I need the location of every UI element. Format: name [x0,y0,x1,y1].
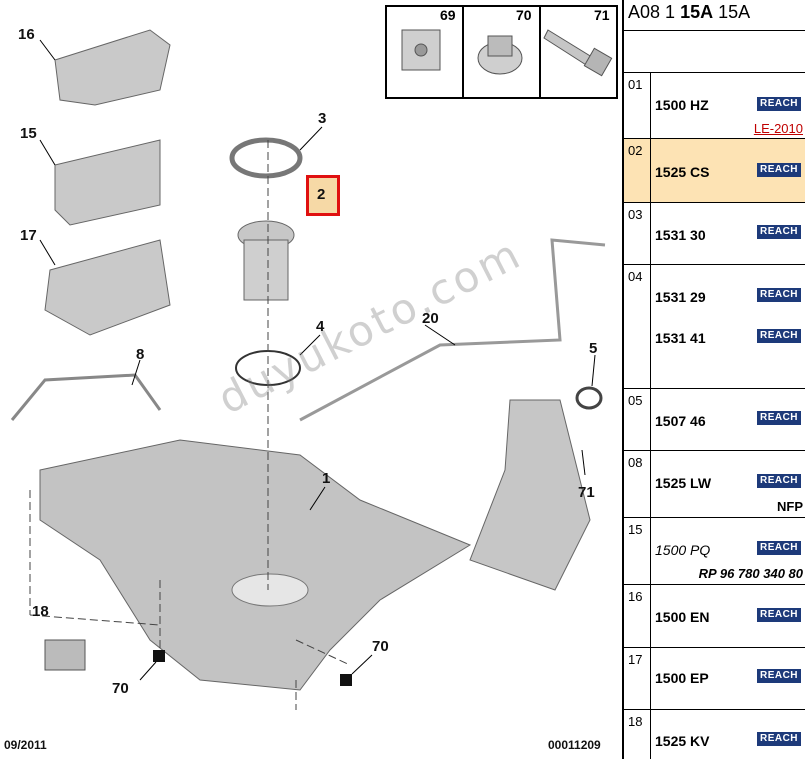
part-reference[interactable]: 1500 EN [655,609,710,625]
row-index: 01 [628,77,643,92]
reach-badge: REACH [757,732,801,746]
parts-reference-panel: A08 1 15A 15A 01 1500 HZ REACH LE-2010 0… [622,0,805,759]
title-prefix: A08 1 [628,2,676,22]
title-suffix: 15A [718,2,751,22]
row-index: 16 [628,589,643,604]
reach-badge: REACH [757,288,801,302]
row-note[interactable]: LE-2010 [753,121,803,136]
panel-title: A08 1 15A 15A [628,2,750,23]
callout-70-right[interactable]: 70 [372,638,389,655]
title-bold: 15A [680,2,714,22]
row-index: 02 [628,143,643,158]
row-note: RP 96 780 340 80 [698,566,803,581]
part-reference[interactable]: 1500 HZ [655,97,709,113]
callout-71[interactable]: 71 [578,484,595,501]
callout-15[interactable]: 15 [20,125,37,142]
part-row-15[interactable]: 15 1500 PQ REACH RP 96 780 340 80 [624,518,805,585]
part-reference[interactable]: 1531 29 [655,289,706,305]
part-reference[interactable]: 1525 KV [655,733,710,749]
callout-8[interactable]: 8 [136,346,145,363]
callout-2[interactable]: 2 [317,186,326,203]
row-index: 17 [628,652,643,667]
row-index: 05 [628,393,643,408]
row-note: NFP [777,499,803,514]
reach-badge: REACH [757,669,801,683]
callout-1[interactable]: 1 [322,470,331,487]
row-index: 03 [628,207,643,222]
reach-badge: REACH [757,329,801,343]
row-index: 04 [628,269,643,284]
selected-part-highlight[interactable] [306,175,340,216]
diagram-drawing [10,5,618,710]
part-row-17[interactable]: 17 1500 EP REACH [624,648,805,710]
callout-70-left[interactable]: 70 [112,680,129,697]
parts-diagram: duyukoto.com 16 15 17 8 3 2 4 20 5 1 71 … [4,5,618,752]
part-reference[interactable]: 1507 46 [655,413,706,429]
part-row-03[interactable]: 03 1531 30 REACH [624,203,805,265]
reach-badge: REACH [757,474,801,488]
diagram-code: 00011209 [548,738,601,752]
thumbnail-70-label[interactable]: 70 [516,7,532,23]
reach-badge: REACH [757,411,801,425]
part-row-18[interactable]: 18 1525 KV REACH [624,710,805,759]
callout-17[interactable]: 17 [20,227,37,244]
row-index: 15 [628,522,643,537]
part-row-04[interactable]: 04 1531 29 REACH 1531 41 REACH [624,265,805,389]
part-reference[interactable]: 1500 PQ [655,542,711,558]
callout-18[interactable]: 18 [32,603,49,620]
row-index: 18 [628,714,643,729]
part-row-02[interactable]: 02 1525 CS REACH [624,139,805,203]
callout-16[interactable]: 16 [18,26,35,43]
part-row-16[interactable]: 16 1500 EN REACH [624,585,805,648]
row-index: 08 [628,455,643,470]
part-reference[interactable]: 1525 CS [655,164,710,180]
thumbnail-69-label[interactable]: 69 [440,7,456,23]
header-divider [624,72,805,73]
part-reference-alt[interactable]: 1531 41 [655,330,706,346]
reach-badge: REACH [757,608,801,622]
part-row-05[interactable]: 05 1507 46 REACH [624,389,805,451]
part-row-08[interactable]: 08 1525 LW REACH NFP [624,451,805,518]
reach-badge: REACH [757,163,801,177]
title-divider [624,30,805,31]
reach-badge: REACH [757,97,801,111]
reach-badge: REACH [757,541,801,555]
reach-badge: REACH [757,225,801,239]
diagram-date: 09/2011 [4,738,47,752]
part-reference[interactable]: 1525 LW [655,475,712,491]
thumbnail-71-label[interactable]: 71 [594,7,610,23]
part-row-01[interactable]: 01 1500 HZ REACH LE-2010 [624,73,805,139]
callout-3[interactable]: 3 [318,110,327,127]
part-reference[interactable]: 1500 EP [655,670,709,686]
part-reference[interactable]: 1531 30 [655,227,706,243]
callout-4[interactable]: 4 [316,318,325,335]
callout-5[interactable]: 5 [589,340,598,357]
callout-20[interactable]: 20 [422,310,439,327]
